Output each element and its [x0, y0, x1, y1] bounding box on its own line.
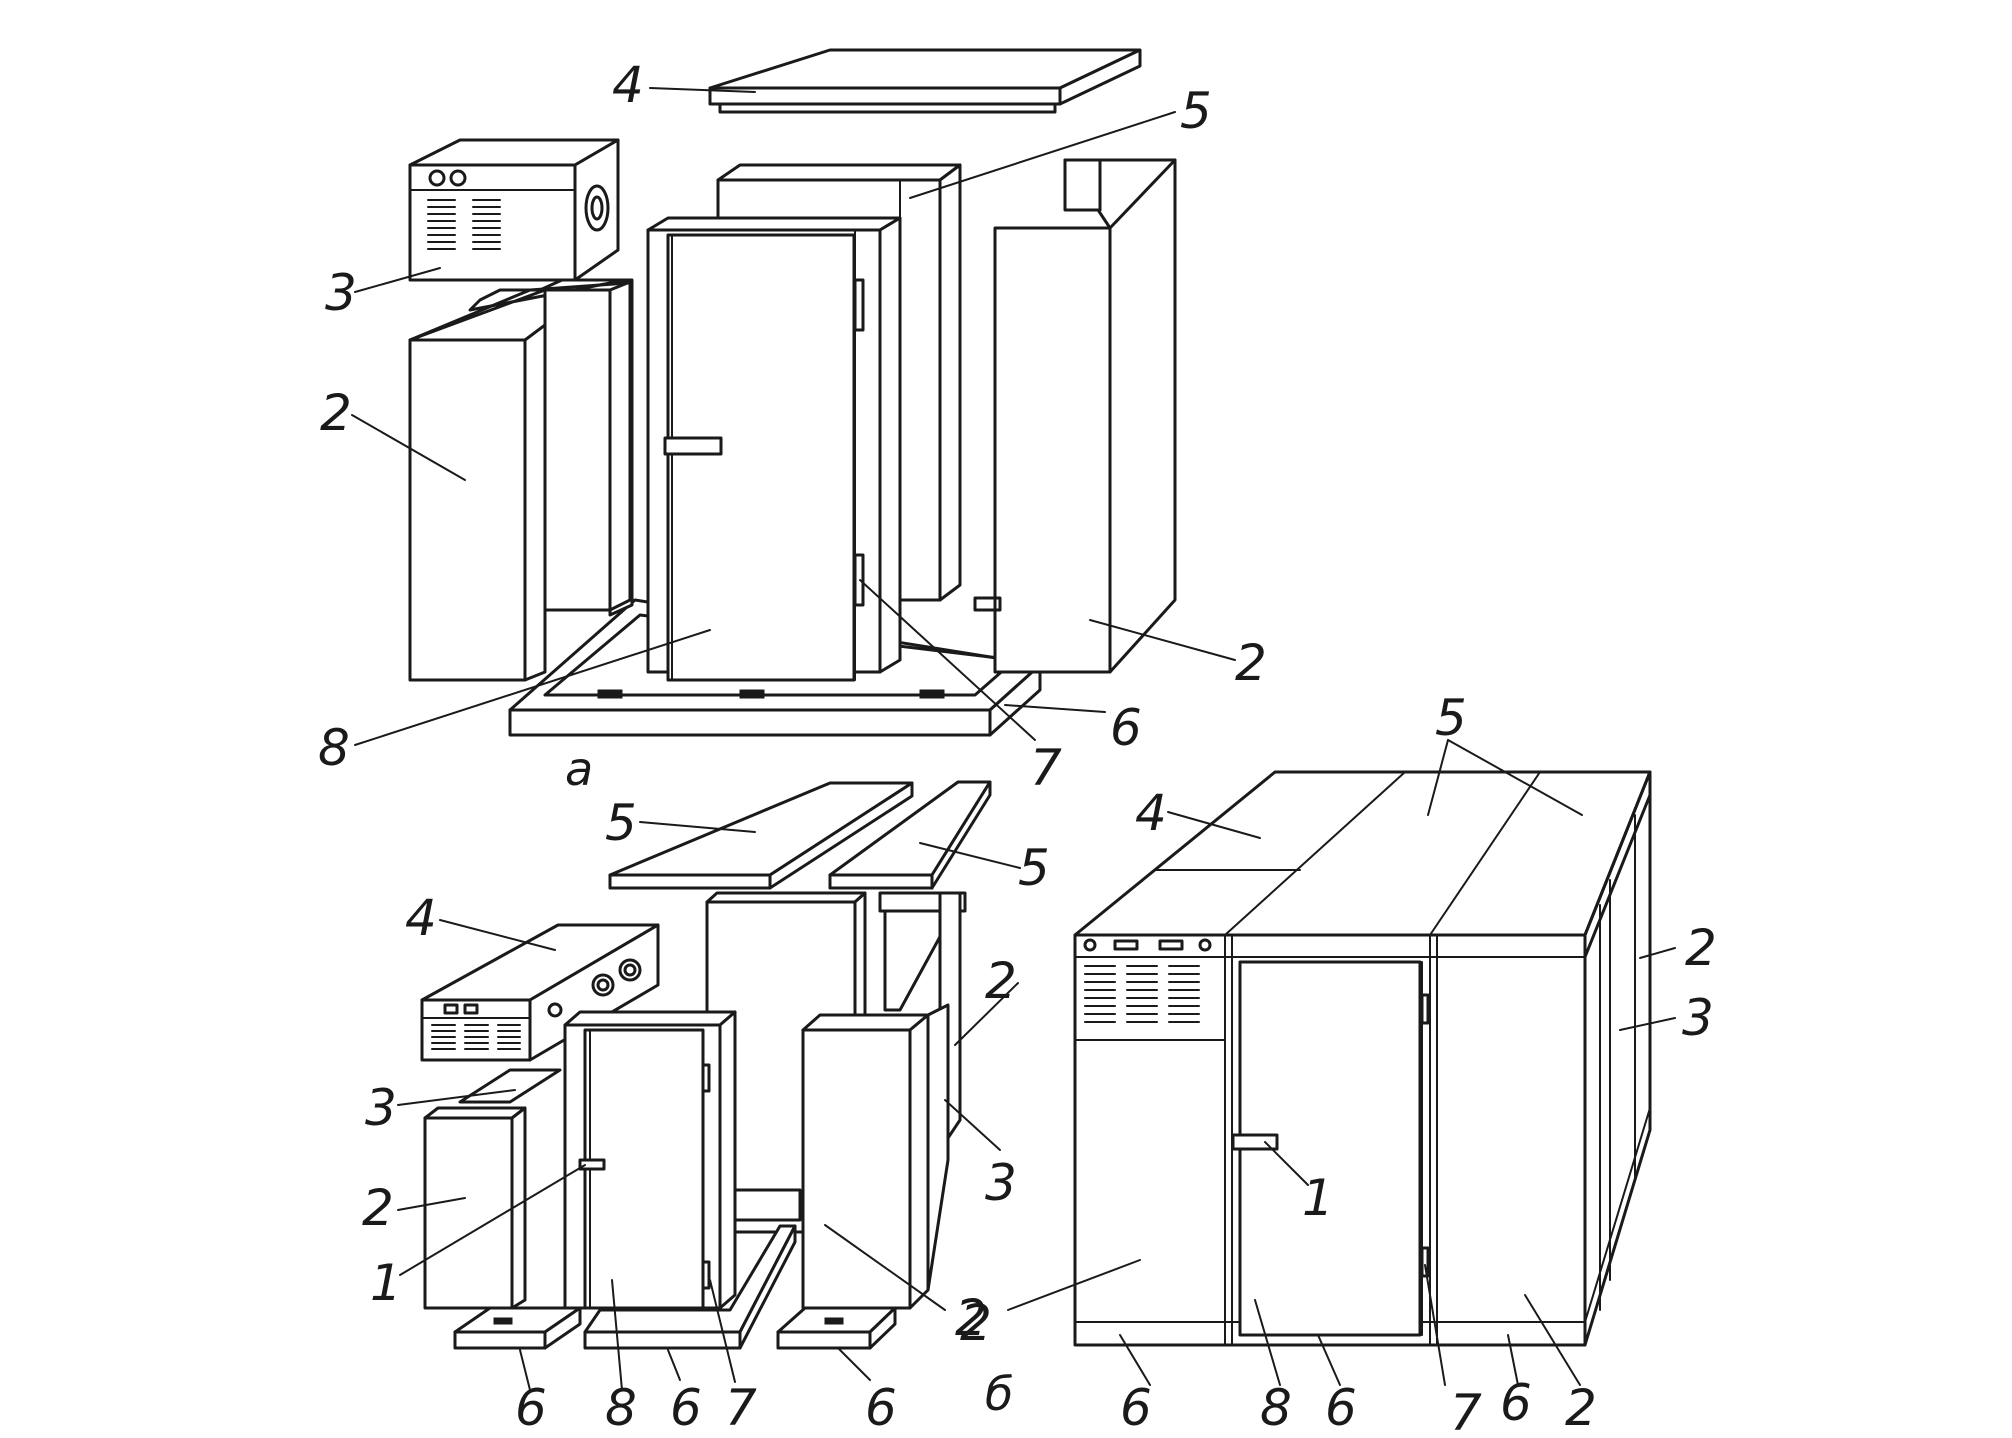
label-b-2-front: 2 — [955, 1289, 987, 1347]
label-c-2-front: 2 — [960, 1294, 992, 1352]
door-assembled — [1231, 960, 1430, 1337]
figure-b-assembled: 5 4 2 3 1 2 6 8 6 7 6 2 — [960, 689, 1717, 1438]
top-panel-5-right-b — [828, 780, 992, 890]
label-a-2-left: 2 — [320, 384, 352, 442]
left-wall-b — [423, 1106, 527, 1310]
label-a-5: 5 — [1180, 82, 1212, 140]
label-b-3: 3 — [365, 1079, 397, 1137]
left-wall-a — [408, 278, 634, 682]
caption-b: б — [985, 1367, 1013, 1421]
label-c-2-right: 2 — [1565, 1379, 1597, 1437]
door-handle-b — [578, 1158, 606, 1171]
label-c-2-side: 2 — [1685, 919, 1717, 977]
figure-b-exploded: 5 5 4 3 2 1 2 3 2 6 8 6 7 6 б — [362, 780, 1050, 1437]
label-b-4: 4 — [405, 889, 437, 947]
hinge-top-a — [853, 278, 865, 332]
fan-icon-a — [584, 184, 610, 232]
label-c-7: 7 — [1450, 1384, 1482, 1438]
cover-unit-b — [420, 923, 660, 1104]
hinge-bottom-b — [701, 1260, 711, 1290]
label-b-2-left: 2 — [362, 1179, 394, 1237]
caption-a: а — [565, 742, 593, 796]
label-a-8: 8 — [318, 719, 350, 777]
label-c-3: 3 — [1682, 989, 1714, 1047]
label-a-3: 3 — [325, 264, 357, 322]
labels-b-assembled: 5 4 2 3 1 2 6 8 6 7 6 2 — [960, 689, 1717, 1438]
label-b-6-b: 6 — [670, 1379, 702, 1437]
front-wall-b — [801, 1003, 950, 1310]
label-b-7: 7 — [725, 1379, 757, 1437]
label-c-6-b: 6 — [1325, 1379, 1357, 1437]
hinge-bottom-assembled — [1420, 1246, 1430, 1278]
label-c-8: 8 — [1260, 1379, 1292, 1437]
hinge-top-b — [701, 1063, 711, 1093]
door-assembly-b — [563, 1010, 737, 1310]
label-b-5-left: 5 — [605, 794, 637, 852]
label-b-6-c: 6 — [865, 1379, 897, 1437]
top-panel-5-left-b — [608, 781, 914, 890]
leaders-b-exploded — [397, 821, 1021, 1391]
label-b-5-right: 5 — [1018, 839, 1050, 897]
label-c-6-c: 6 — [1500, 1374, 1532, 1432]
label-c-1: 1 — [1302, 1169, 1334, 1227]
hinge-top-assembled — [1420, 993, 1430, 1025]
label-c-6-a: 6 — [1120, 1379, 1152, 1437]
door-handle-assembled — [1231, 1133, 1279, 1151]
control-panel-assembled — [1074, 938, 1226, 1041]
labels-b-exploded: 5 5 4 3 2 1 2 3 2 6 8 6 7 6 б — [362, 794, 1050, 1437]
right-wall-a — [973, 158, 1177, 674]
label-a-4: 4 — [612, 56, 644, 114]
label-b-2-back: 2 — [985, 952, 1017, 1010]
indicator-icon-b — [547, 1002, 563, 1018]
door-assembly-a — [646, 216, 902, 682]
figure-a: 4 5 3 2 2 6 7 8 а — [318, 48, 1267, 797]
bases-b — [453, 1224, 897, 1350]
fan-icon-b-2 — [618, 958, 642, 982]
vent-grille-assembled — [1084, 965, 1200, 1023]
control-unit-a — [408, 138, 620, 282]
vent-grille-b — [431, 1024, 521, 1050]
label-b-8: 8 — [605, 1379, 637, 1437]
label-b-3-seal: 3 — [985, 1154, 1017, 1212]
label-a-7: 7 — [1030, 739, 1062, 797]
leaders-b-assembled — [1007, 739, 1676, 1386]
label-c-5: 5 — [1435, 689, 1467, 747]
label-a-6: 6 — [1110, 699, 1142, 757]
label-a-2-right: 2 — [1235, 634, 1267, 692]
label-c-4: 4 — [1135, 784, 1167, 842]
label-b-1: 1 — [370, 1254, 402, 1312]
label-b-6-a: 6 — [515, 1379, 547, 1437]
leaders-a — [351, 87, 1236, 746]
top-cover-a — [708, 48, 1142, 114]
vent-grille-a — [427, 199, 501, 250]
fan-icon-b-1 — [591, 973, 615, 997]
door-handle-a — [663, 436, 723, 456]
labels-a: 4 5 3 2 2 6 7 8 а — [318, 56, 1267, 797]
